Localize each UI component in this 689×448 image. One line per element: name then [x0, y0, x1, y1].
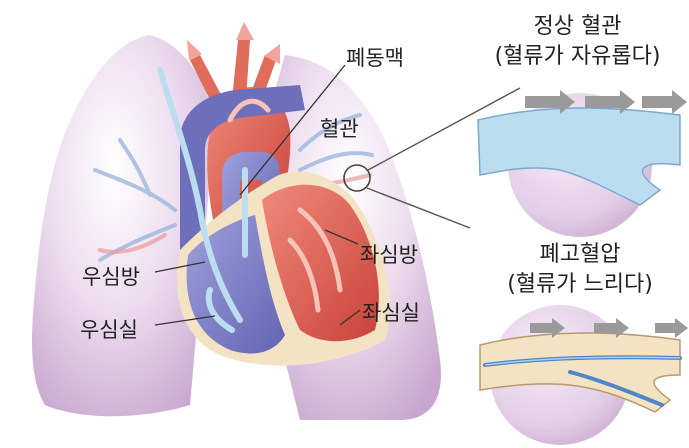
label-blood-vessel: 혈관: [320, 113, 359, 143]
label-left-atrium: 좌심방: [360, 239, 418, 269]
hypertension-vessel-panel: [480, 305, 688, 445]
label-pulmonary-artery: 폐동맥: [346, 42, 404, 72]
normal-panel-subtitle: (혈류가 자유롭다): [470, 38, 685, 70]
hypertension-panel-subtitle: (혈류가 느리다): [480, 266, 680, 298]
normal-panel-title: 정상 혈관: [470, 8, 685, 40]
label-right-atrium: 우심방: [82, 261, 140, 291]
normal-vessel-panel: [478, 90, 687, 237]
label-right-ventricle: 우심실: [80, 314, 138, 344]
label-left-ventricle: 좌심실: [362, 297, 420, 327]
hypertension-panel-title: 폐고혈압: [480, 236, 680, 268]
